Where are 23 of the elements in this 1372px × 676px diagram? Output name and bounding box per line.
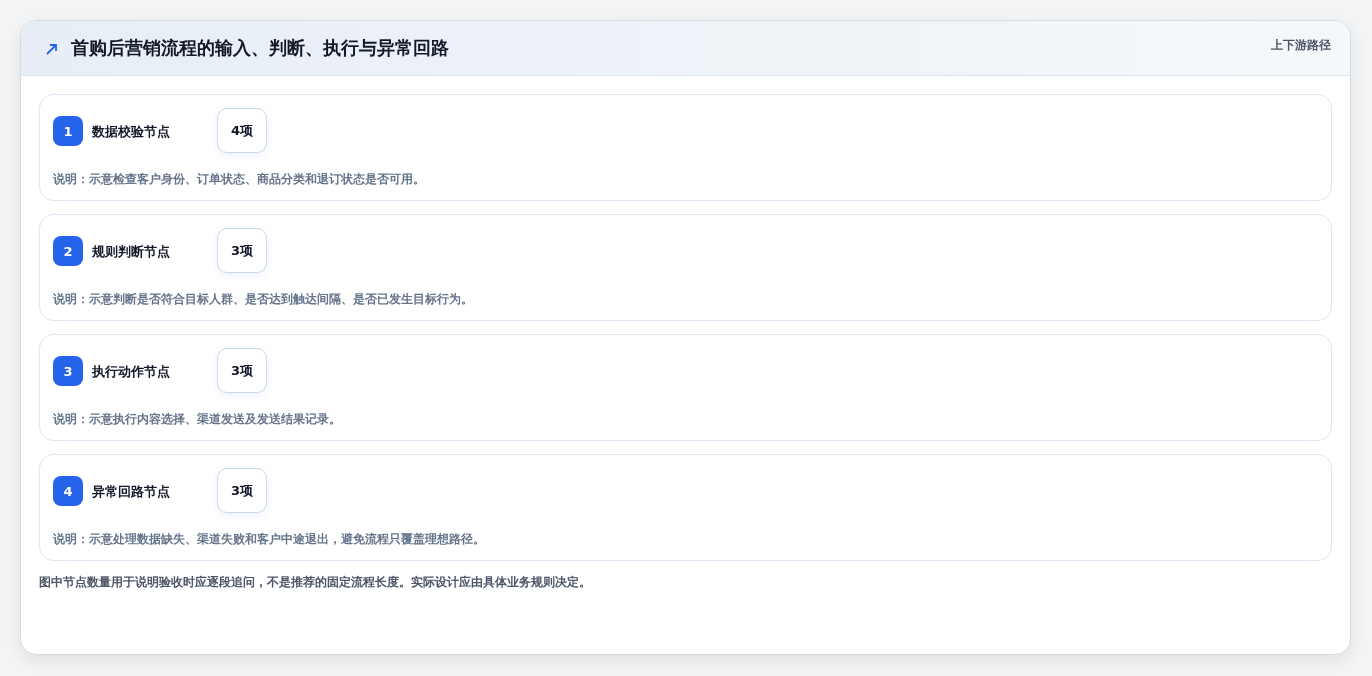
side-label: 上下游路径 <box>1271 37 1331 54</box>
step-card <box>39 454 1332 561</box>
step-title: 执行动作节点 <box>92 363 170 381</box>
step-number: 3 <box>53 356 83 386</box>
step-title: 数据校验节点 <box>92 123 170 141</box>
step-card <box>39 334 1332 441</box>
step-title: 异常回路节点 <box>92 483 170 501</box>
step-description: 说明：示意执行内容选择、渠道发送及发送结果记录。 <box>53 411 341 428</box>
step-description: 说明：示意处理数据缺失、渠道失败和客户中途退出，避免流程只覆盖理想路径。 <box>53 531 485 548</box>
step-title: 规则判断节点 <box>92 243 170 261</box>
item-count: 3项 <box>217 468 267 513</box>
step-number: 4 <box>53 476 83 506</box>
item-count: 4项 <box>217 108 267 153</box>
item-count: 3项 <box>217 348 267 393</box>
item-count: 3项 <box>217 228 267 273</box>
step-description: 说明：示意检查客户身份、订单状态、商品分类和退订状态是否可用。 <box>53 171 425 188</box>
step-number: 1 <box>53 116 83 146</box>
step-number: 2 <box>53 236 83 266</box>
step-card <box>39 214 1332 321</box>
step-description: 说明：示意判断是否符合目标人群、是否达到触达间隔、是否已发生目标行为。 <box>53 291 473 308</box>
step-card <box>39 94 1332 201</box>
diagram-title: 首购后营销流程的输入、判断、执行与异常回路 <box>71 36 449 60</box>
footnote: 图中节点数量用于说明验收时应逐段追问，不是推荐的固定流程长度。实际设计应由具体业务规则决定。 <box>39 574 592 591</box>
